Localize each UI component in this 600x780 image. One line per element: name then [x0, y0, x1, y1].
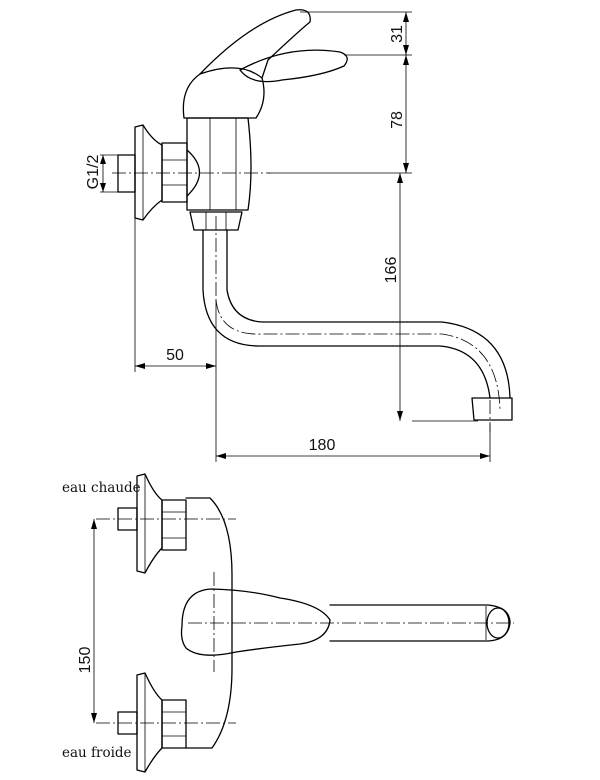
side-inlet-stub — [117, 154, 136, 193]
dim-inlet-spacing: 150 — [77, 647, 94, 674]
cold-wall-flange — [136, 672, 163, 773]
side-spout-nut — [189, 211, 243, 231]
label-cold-water: eau froide — [62, 745, 132, 761]
label-hot-water: eau chaude — [62, 480, 141, 496]
side-mixer-body — [186, 117, 252, 211]
hot-wall-flange — [136, 473, 163, 574]
dim-lever-to-axis: 78 — [389, 111, 406, 129]
front-lever-head — [180, 588, 331, 656]
side-wall-flange — [134, 124, 163, 221]
front-view: 150 eau chaude eau froide — [62, 473, 514, 773]
dim-spout-height: 166 — [383, 257, 400, 284]
side-view: 31 78 166 G1/2 50 180 — [85, 9, 513, 462]
side-union-nut — [161, 142, 188, 203]
side-aerator — [471, 397, 513, 421]
dim-inlet-to-spout: 50 — [166, 347, 184, 364]
side-lever-handle — [199, 9, 311, 79]
hot-union-nut — [161, 499, 187, 551]
dim-inlet-thread: G1/2 — [85, 155, 102, 190]
side-spout-tube — [202, 229, 511, 399]
front-mixer-body — [185, 497, 233, 749]
side-lever-cap — [182, 67, 265, 119]
cold-union-nut — [161, 699, 187, 749]
dim-lever-height: 31 — [389, 25, 406, 43]
dim-spout-reach: 180 — [309, 437, 336, 454]
